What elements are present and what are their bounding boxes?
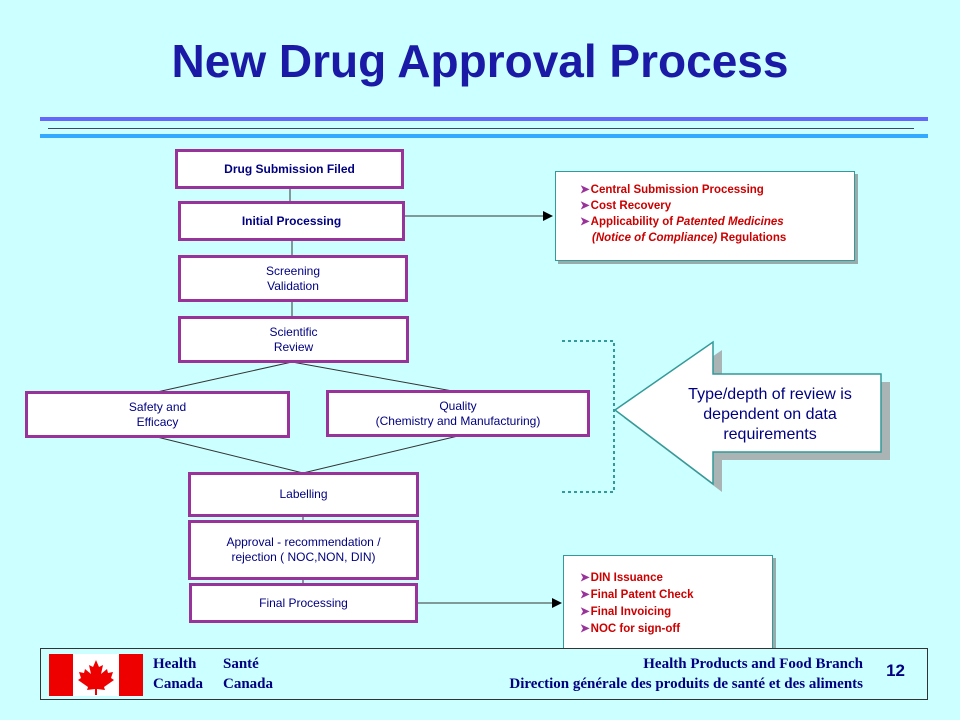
scientific-review-box: Scientific Review bbox=[178, 316, 409, 363]
title-rule-middle bbox=[48, 128, 914, 129]
canada-flag-icon bbox=[49, 654, 143, 696]
footer-canada-en: Canada bbox=[153, 676, 204, 692]
footer-branch-fr: Direction générale des produits de santé… bbox=[509, 676, 863, 692]
final-processing-box: Final Processing bbox=[189, 583, 418, 623]
approval-box: Approval - recommendation / rejection ( … bbox=[188, 520, 419, 580]
initial-processing-box: Initial Processing bbox=[178, 201, 405, 241]
page-number: 12 bbox=[886, 661, 905, 680]
final-processing-panel: ➤DIN Issuance ➤Final Patent Check ➤Final… bbox=[563, 555, 773, 650]
list-item: (Notice of Compliance) Regulations bbox=[592, 232, 787, 244]
review-bracket bbox=[562, 340, 615, 493]
list-item: ➤DIN Issuance bbox=[580, 572, 663, 584]
safety-efficacy-box: Safety and Efficacy bbox=[25, 391, 290, 438]
title-rule-bottom bbox=[40, 134, 928, 138]
list-item: ➤Central Submission Processing bbox=[580, 184, 764, 196]
screening-box: Screening Validation bbox=[178, 255, 408, 302]
split-left bbox=[156, 361, 293, 393]
quality-box: Quality (Chemistry and Manufacturing) bbox=[326, 390, 590, 437]
list-item: ➤Applicability of Patented Medicines bbox=[580, 216, 784, 228]
merge-right bbox=[302, 435, 459, 474]
labelling-box: Labelling bbox=[188, 472, 419, 517]
list-item: ➤Final Invoicing bbox=[580, 606, 672, 618]
split-right bbox=[291, 361, 459, 393]
footer-sante: Santé bbox=[223, 656, 259, 672]
drug-submission-box: Drug Submission Filed bbox=[175, 149, 404, 189]
title-rule-top bbox=[40, 117, 928, 121]
list-item: ➤Final Patent Check bbox=[580, 589, 694, 601]
footer-health: Health bbox=[153, 656, 197, 672]
callout-arrow bbox=[613, 340, 882, 486]
list-item: ➤Cost Recovery bbox=[580, 200, 672, 212]
central-processing-panel: ➤Central Submission Processing ➤Cost Rec… bbox=[555, 171, 855, 261]
list-item: ➤NOC for sign-off bbox=[580, 623, 681, 635]
footer-branch-en: Health Products and Food Branch bbox=[643, 656, 863, 672]
footer: Health Santé Canada Canada Health Produc… bbox=[40, 648, 928, 700]
page-title: New Drug Approval Process bbox=[171, 35, 789, 87]
footer-canada-fr: Canada bbox=[223, 676, 274, 692]
merge-left bbox=[156, 436, 304, 474]
callout-text: Type/depth of review is dependent on dat… bbox=[688, 386, 852, 443]
